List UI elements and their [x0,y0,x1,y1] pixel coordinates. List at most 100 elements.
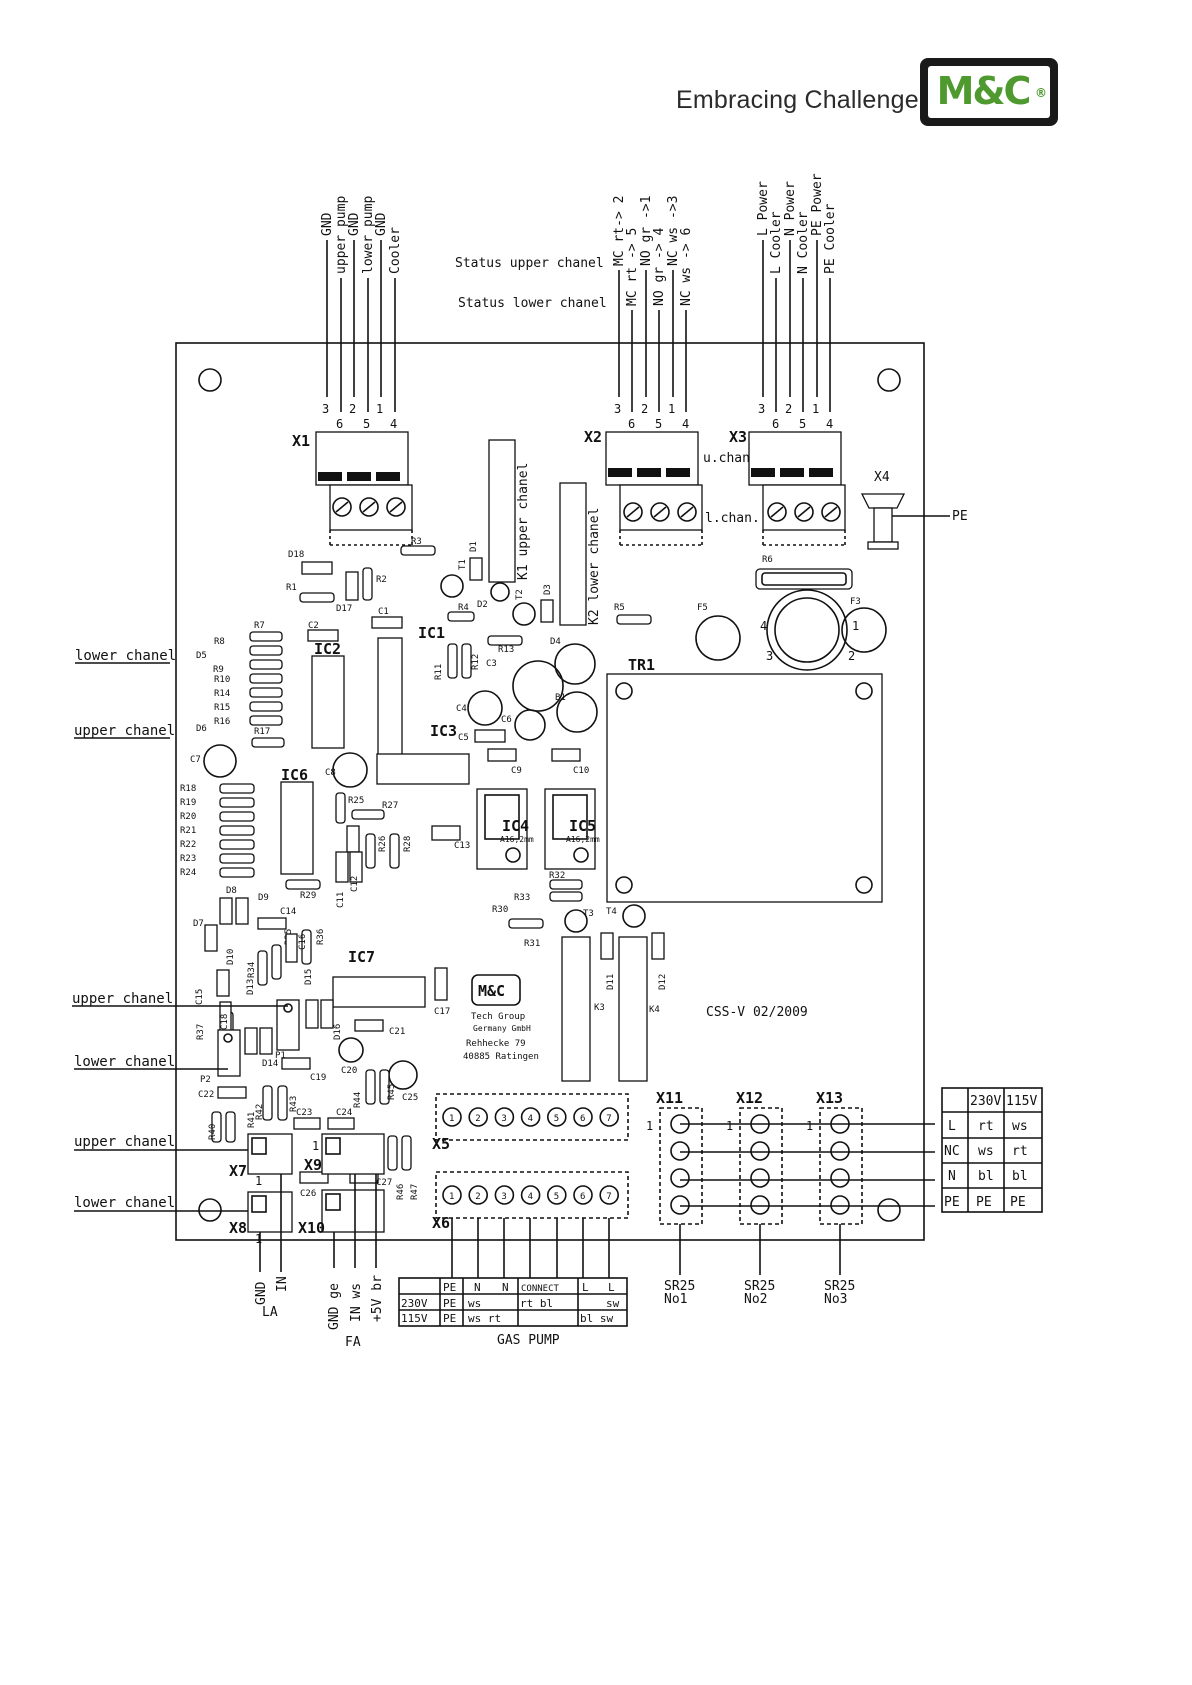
x3-label-n-cooler: N Cooler [796,211,811,274]
svg-text:C4: C4 [456,704,467,714]
svg-text:NC: NC [944,1144,960,1159]
svg-text:R2: R2 [376,575,387,585]
svg-text:C12: C12 [350,876,360,892]
x1-label-upper-pump: upper pump [334,196,349,274]
sr25-pin-socket [670,1168,690,1188]
svg-text:R30: R30 [492,905,508,915]
svg-text:K3: K3 [594,1003,605,1013]
x3-pin-1: 1 [812,402,819,416]
potentiometer-p2 [217,1029,241,1077]
x9-x10-connectors: X9 X10 1 GND ge IN ws +5V br FA [298,1133,385,1350]
x3-pin-2: 2 [785,402,792,416]
svg-text:L: L [608,1281,615,1294]
svg-text:A16,2mm: A16,2mm [500,835,534,844]
svg-text:C16: C16 [298,934,308,950]
svg-text:ws: ws [1012,1119,1028,1134]
svg-text:C18: C18 [220,1014,230,1030]
svg-text:C9: C9 [511,766,522,776]
x3-label-l-power: L Power [756,181,771,236]
svg-text:B1: B1 [555,693,566,703]
svg-text:R17: R17 [254,727,270,737]
svg-text:D8: D8 [226,886,237,896]
svg-text:PE: PE [976,1195,992,1210]
svg-text:R15: R15 [214,703,230,713]
x2-pin-3: 3 [614,402,621,416]
x2-pin-2: 2 [641,402,648,416]
svg-text:ws rt: ws rt [468,1312,501,1325]
svg-text:D4: D4 [550,637,561,647]
svg-text:Tech Group: Tech Group [471,1012,525,1022]
svg-text:R29: R29 [300,891,316,901]
svg-text:T2: T2 [515,589,525,600]
svg-text:1: 1 [255,1174,262,1188]
svg-text:SR25: SR25 [824,1279,855,1294]
x5-pin-number: 7 [606,1192,611,1202]
svg-text:R23: R23 [180,854,196,864]
svg-text:rt: rt [1012,1144,1028,1159]
power-wiring-table: 230V 115V L rt ws NC ws rt N bl bl PE PE… [941,1087,1043,1213]
ic7: IC7 [332,948,426,1008]
svg-text:LA: LA [262,1305,278,1320]
x1-label-gnd-2: GND [347,212,362,236]
mounting-hole [198,368,222,392]
svg-text:X6: X6 [432,1214,450,1232]
tagline: Embracing Challenge [676,86,919,114]
svg-text:R6: R6 [762,555,773,565]
x5-pin-socket [520,1185,541,1205]
svg-text:R5: R5 [614,603,625,613]
svg-text:R13: R13 [498,645,514,655]
svg-text:GND ge: GND ge [327,1283,342,1330]
svg-text:No2: No2 [744,1292,767,1307]
x1-pin-1: 1 [376,402,383,416]
k2-label: K2 lower chanel [587,508,602,625]
side-label-upper-2: upper chanel [72,991,173,1007]
svg-text:R7: R7 [254,621,265,631]
x1-pin-2: 2 [349,402,356,416]
svg-text:Rehhecke 79: Rehhecke 79 [466,1039,526,1049]
sr25-pin-socket [830,1114,850,1134]
svg-text:R22: R22 [180,840,196,850]
svg-text:R45: R45 [387,1084,397,1100]
svg-text:D16: D16 [333,1024,343,1040]
f3-label: F3 [850,597,861,607]
power-table-header-115v: 115V [1006,1094,1037,1109]
svg-text:IC3: IC3 [430,722,457,740]
x1-connector: X1 [292,431,413,546]
svg-text:1: 1 [646,1119,653,1133]
svg-text:N: N [502,1281,509,1294]
svg-text:D12: D12 [658,974,668,990]
svg-text:C11: C11 [336,892,346,908]
svg-text:R40: R40 [208,1124,218,1140]
sr25-pin-socket [750,1141,770,1161]
svg-text:C14: C14 [280,907,296,917]
x2-label-no-1: NO gr ->1 [639,196,654,266]
svg-text:IC5: IC5 [569,817,596,835]
svg-text:bl: bl [978,1169,994,1184]
svg-text:N: N [474,1281,481,1294]
svg-text:No1: No1 [664,1292,687,1307]
svg-text:R33: R33 [514,893,530,903]
svg-text:4: 4 [760,619,767,633]
svg-text:IN ws: IN ws [349,1283,364,1322]
gas-pump-title: GAS PUMP [497,1333,560,1348]
cap-b1-area [554,643,596,685]
svg-text:N: N [948,1169,956,1184]
svg-text:D6: D6 [196,724,207,734]
side-label-lower-1: lower chanel [75,648,176,664]
svg-text:bl: bl [1012,1169,1028,1184]
svg-text:1: 1 [312,1139,319,1153]
x1-label: X1 [292,432,310,450]
pcb-outline [175,342,925,1241]
svg-text:C27: C27 [376,1178,392,1188]
k1-label: K1 upper chanel [516,463,531,580]
svg-text:40885 Ratingen: 40885 Ratingen [463,1052,539,1062]
resistor-r6: R6 [755,555,853,590]
x5-pin-socket [494,1107,515,1127]
x1-label-cooler: Cooler [388,227,403,274]
x3-label-n-power: N Power [783,181,798,236]
side-label-upper-3: upper chanel [74,1134,175,1150]
svg-text:No3: No3 [824,1292,847,1307]
svg-text:R8: R8 [214,637,225,647]
svg-text:X7: X7 [229,1162,247,1180]
svg-text:L: L [948,1119,956,1134]
